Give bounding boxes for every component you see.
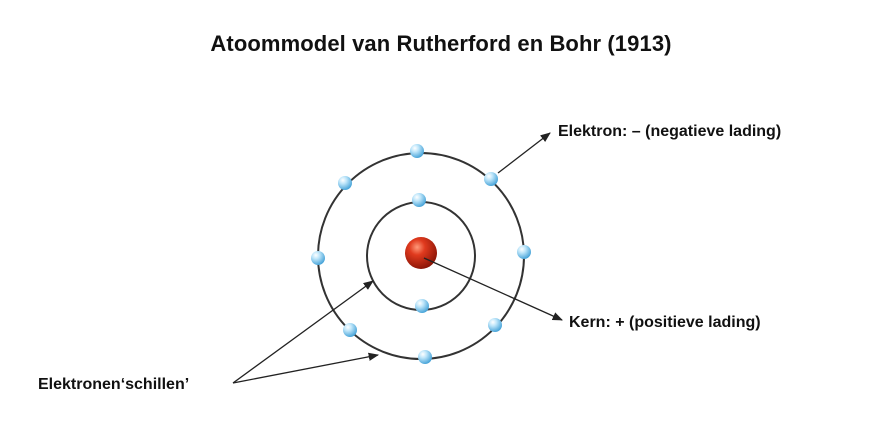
diagram-title: Atoommodel van Rutherford en Bohr (1913) bbox=[210, 31, 672, 56]
electron bbox=[517, 245, 531, 259]
electron-label: Elektron: – (negatieve lading) bbox=[558, 123, 781, 140]
shells-label: Elektronen‘schillen’ bbox=[38, 376, 189, 393]
electron bbox=[338, 176, 352, 190]
shell-arrow-inner bbox=[232, 280, 374, 384]
electron bbox=[415, 299, 429, 313]
shell-arrow-outer bbox=[232, 352, 380, 384]
outer-shell-electrons bbox=[311, 144, 531, 364]
nucleus-label: Kern: + (positieve lading) bbox=[569, 314, 761, 331]
electron bbox=[418, 350, 432, 364]
electron bbox=[343, 323, 357, 337]
nucleus-arrow bbox=[423, 257, 563, 321]
electron bbox=[412, 193, 426, 207]
nucleus bbox=[405, 237, 437, 269]
electron-arrow bbox=[497, 132, 551, 174]
electron bbox=[488, 318, 502, 332]
electron bbox=[410, 144, 424, 158]
electron bbox=[311, 251, 325, 265]
electron bbox=[484, 172, 498, 186]
inner-shell-electrons bbox=[412, 193, 429, 313]
